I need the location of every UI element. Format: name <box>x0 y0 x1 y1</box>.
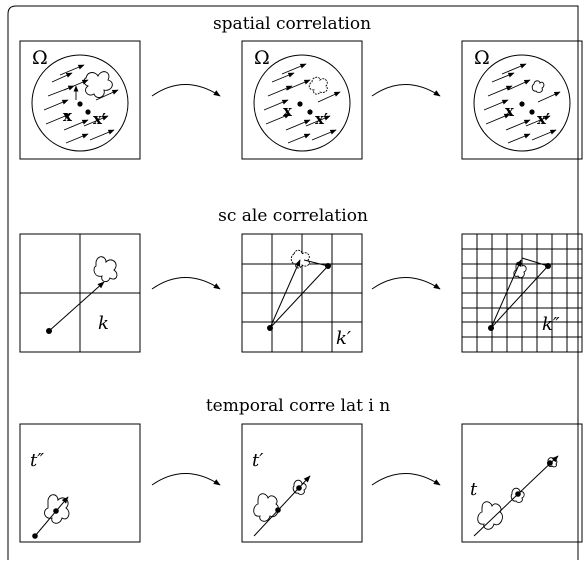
point-x <box>77 101 83 107</box>
origin-point <box>488 325 494 331</box>
eddy-blob <box>290 249 310 269</box>
label-x: x <box>283 102 293 120</box>
domain-circle <box>253 54 351 152</box>
domain-circle <box>473 54 571 152</box>
eddy-blob <box>477 501 503 530</box>
arrow-temporal-2 <box>371 473 441 486</box>
spatial-panel-3: Ω x x′ <box>461 40 583 160</box>
spatial-panel-1: Ω x x′ <box>19 40 141 160</box>
trajectory-point <box>515 491 521 497</box>
origin-point <box>46 328 52 334</box>
origin-point <box>267 325 273 331</box>
arrow-temporal-1 <box>151 473 221 486</box>
scale-label: k <box>98 313 109 334</box>
eddy-blob-small <box>292 479 307 495</box>
temporal-panel-1: t″ <box>19 423 141 543</box>
scale-panel-2: k′ <box>241 233 363 353</box>
trajectory-arrow <box>253 475 311 537</box>
omega-label: Ω <box>32 47 48 69</box>
velocity-arrows <box>43 64 119 144</box>
eddy-blob <box>308 76 328 95</box>
eddy-blob <box>44 494 70 524</box>
arrow-spatial-2 <box>371 84 441 97</box>
eddy-blob <box>93 256 118 283</box>
separation-arrow <box>490 265 549 329</box>
row-title-scale: sc ale correlation <box>218 206 368 226</box>
arrow-scale-1 <box>151 277 221 290</box>
arrow-scale-2 <box>371 277 441 290</box>
arrow-spatial-1 <box>151 84 221 97</box>
end-point <box>545 263 551 269</box>
scale-label: k′ <box>336 328 351 349</box>
separation-arrow <box>521 257 549 267</box>
trajectory-point <box>275 507 281 513</box>
spatial-panel-2: Ω x x′ <box>241 40 363 160</box>
separation-arrow <box>269 259 301 329</box>
point-x-prime <box>307 109 313 115</box>
outer-frame <box>7 5 579 560</box>
time-label: t <box>470 479 478 500</box>
row-title-spatial: spatial correlation <box>213 14 371 34</box>
eddy-blob <box>253 493 279 522</box>
trajectory-point <box>547 460 553 466</box>
trajectory-arrow <box>473 455 559 537</box>
time-label: t′ <box>252 450 263 471</box>
trajectory-point <box>53 508 59 514</box>
eddy-blob <box>531 80 545 93</box>
grid-lines <box>242 234 362 352</box>
point-x <box>297 101 303 107</box>
omega-label: Ω <box>474 47 490 69</box>
scale-label: k″ <box>542 314 560 335</box>
temporal-panel-2: t′ <box>241 423 363 543</box>
velocity-arrows <box>483 63 561 144</box>
row-title-temporal: temporal corre lat i n <box>206 396 390 416</box>
separation-arrow <box>269 265 329 329</box>
domain-circle <box>31 54 129 152</box>
label-x-prime: x′ <box>315 110 328 128</box>
separation-arrow <box>48 281 105 332</box>
point-x-prime <box>529 109 535 115</box>
point-x-prime <box>85 109 91 115</box>
separation-arrow <box>490 259 522 329</box>
omega-label: Ω <box>254 47 270 69</box>
trajectory-point <box>296 485 302 491</box>
end-point <box>325 263 331 269</box>
eddy-blob <box>83 71 113 98</box>
temporal-panel-3: t <box>461 423 583 543</box>
label-x-prime: x′ <box>93 110 106 128</box>
label-x-prime: x′ <box>537 110 550 128</box>
scale-panel-1: k <box>19 233 141 353</box>
label-x: x <box>505 102 515 120</box>
velocity-arrows <box>263 63 341 144</box>
trajectory-point <box>32 533 38 539</box>
scale-panel-3: k″ <box>461 233 583 353</box>
point-x <box>519 101 525 107</box>
label-x: x <box>63 107 73 125</box>
grid-lines <box>462 234 582 352</box>
eddy-blob <box>513 261 527 279</box>
time-label: t″ <box>30 450 44 471</box>
trajectory-arrow <box>34 496 69 537</box>
separation-arrow <box>303 259 329 267</box>
